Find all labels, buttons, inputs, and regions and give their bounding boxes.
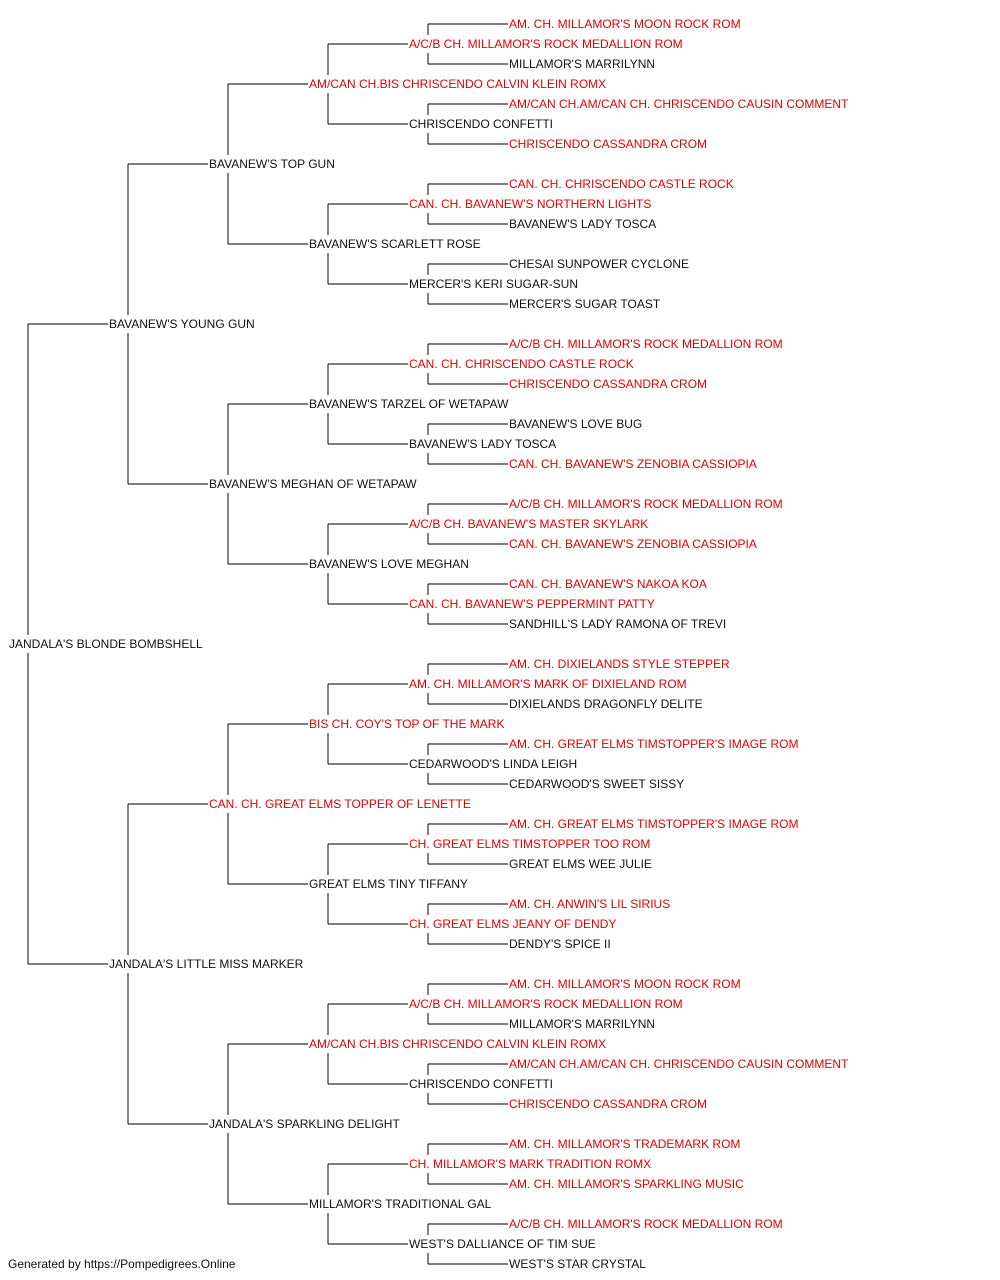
pedigree-node-gen5-11: CAN. CH. BAVANEW'S ZENOBIA CASSIOPIA: [509, 457, 757, 471]
pedigree-node-gen3-4: BIS CH. COY'S TOP OF THE MARK: [309, 717, 505, 731]
pedigree-node-gen4-15: WEST'S DALLIANCE OF TIM SUE: [409, 1237, 596, 1251]
pedigree-node-gen5-0: AM. CH. MILLAMOR'S MOON ROCK ROM: [509, 17, 741, 31]
pedigree-node-gen4-5: BAVANEW'S LADY TOSCA: [409, 437, 557, 451]
pedigree-node-gen5-31: WEST'S STAR CRYSTAL: [509, 1257, 646, 1271]
pedigree-node-gen4-1: CHRISCENDO CONFETTI: [409, 117, 553, 131]
pedigree-node-gen5-27: CHRISCENDO CASSANDRA CROM: [509, 1097, 708, 1111]
pedigree-node-gen4-12: A/C/B CH. MILLAMOR'S ROCK MEDALLION ROM: [409, 997, 683, 1011]
pedigree-node-gen5-6: CHESAI SUNPOWER CYCLONE: [509, 257, 690, 271]
generated-by-footer: Generated by https://Pompedigrees.Online: [8, 1257, 236, 1271]
pedigree-node-gen5-3: CHRISCENDO CASSANDRA CROM: [509, 137, 708, 151]
pedigree-node-gen4-10: CH. GREAT ELMS TIMSTOPPER TOO ROM: [409, 837, 651, 851]
pedigree-node-gen5-26: AM/CAN CH.AM/CAN CH. CHRISCENDO CAUSIN C…: [509, 1057, 849, 1071]
pedigree-node-gen5-19: CEDARWOOD'S SWEET SISSY: [509, 777, 685, 791]
pedigree-node-gen4-7: CAN. CH. BAVANEW'S PEPPERMINT PATTY: [409, 597, 655, 611]
pedigree-node-gen2-1: BAVANEW'S MEGHAN OF WETAPAW: [209, 477, 417, 491]
pedigree-node-gen5-29: AM. CH. MILLAMOR'S SPARKLING MUSIC: [509, 1177, 744, 1191]
pedigree-node-gen5-18: AM. CH. GREAT ELMS TIMSTOPPER'S IMAGE RO…: [509, 737, 799, 751]
pedigree-node-gen5-22: AM. CH. ANWIN'S LIL SIRIUS: [509, 897, 671, 911]
pedigree-node-gen3-6: AM/CAN CH.BIS CHRISCENDO CALVIN KLEIN RO…: [309, 1037, 607, 1051]
pedigree-node-gen5-8: A/C/B CH. MILLAMOR'S ROCK MEDALLION ROM: [509, 337, 783, 351]
pedigree-node-gen5-2: AM/CAN CH.AM/CAN CH. CHRISCENDO CAUSIN C…: [509, 97, 849, 111]
pedigree-node-gen5-25: MILLAMOR'S MARRILYNN: [509, 1017, 656, 1031]
pedigree-node-gen2-3: JANDALA'S SPARKLING DELIGHT: [209, 1117, 400, 1131]
pedigree-node-gen4-2: CAN. CH. BAVANEW'S NORTHERN LIGHTS: [409, 197, 652, 211]
pedigree-node-gen5-13: CAN. CH. BAVANEW'S ZENOBIA CASSIOPIA: [509, 537, 757, 551]
pedigree-node-gen3-3: BAVANEW'S LOVE MEGHAN: [309, 557, 469, 571]
pedigree-node-gen5-9: CHRISCENDO CASSANDRA CROM: [509, 377, 708, 391]
pedigree-node-gen4-4: CAN. CH. CHRISCENDO CASTLE ROCK: [409, 357, 634, 371]
pedigree-node-gen5-17: DIXIELANDS DRAGONFLY DELITE: [509, 697, 703, 711]
pedigree-node-gen4-13: CHRISCENDO CONFETTI: [409, 1077, 553, 1091]
pedigree-node-gen3-1: BAVANEW'S SCARLETT ROSE: [309, 237, 481, 251]
pedigree-node-gen3-0: AM/CAN CH.BIS CHRISCENDO CALVIN KLEIN RO…: [309, 77, 607, 91]
pedigree-node-gen5-12: A/C/B CH. MILLAMOR'S ROCK MEDALLION ROM: [509, 497, 783, 511]
pedigree-node-gen1-0: BAVANEW'S YOUNG GUN: [109, 317, 255, 331]
pedigree-node-gen4-11: CH. GREAT ELMS JEANY OF DENDY: [409, 917, 617, 931]
pedigree-node-gen5-15: SANDHILL'S LADY RAMONA OF TREVI: [509, 617, 727, 631]
pedigree-node-gen4-9: CEDARWOOD'S LINDA LEIGH: [409, 757, 578, 771]
pedigree-node-gen0-0: JANDALA'S BLONDE BOMBSHELL: [9, 637, 203, 651]
pedigree-node-gen3-5: GREAT ELMS TINY TIFFANY: [309, 877, 468, 891]
pedigree-node-gen5-30: A/C/B CH. MILLAMOR'S ROCK MEDALLION ROM: [509, 1217, 783, 1231]
pedigree-node-gen2-2: CAN. CH. GREAT ELMS TOPPER OF LENETTE: [209, 797, 471, 811]
pedigree-node-gen5-10: BAVANEW'S LOVE BUG: [509, 417, 643, 431]
pedigree-node-gen5-21: GREAT ELMS WEE JULIE: [509, 857, 652, 871]
pedigree-node-gen4-8: AM. CH. MILLAMOR'S MARK OF DIXIELAND ROM: [409, 677, 687, 691]
pedigree-node-gen5-5: BAVANEW'S LADY TOSCA: [509, 217, 657, 231]
pedigree-node-gen5-20: AM. CH. GREAT ELMS TIMSTOPPER'S IMAGE RO…: [509, 817, 799, 831]
pedigree-node-gen3-2: BAVANEW'S TARZEL OF WETAPAW: [309, 397, 509, 411]
pedigree-node-gen3-7: MILLAMOR'S TRADITIONAL GAL: [309, 1197, 492, 1211]
pedigree-node-gen4-6: A/C/B CH. BAVANEW'S MASTER SKYLARK: [409, 517, 649, 531]
pedigree-node-gen5-28: AM. CH. MILLAMOR'S TRADEMARK ROM: [509, 1137, 741, 1151]
pedigree-node-gen4-0: A/C/B CH. MILLAMOR'S ROCK MEDALLION ROM: [409, 37, 683, 51]
pedigree-node-gen2-0: BAVANEW'S TOP GUN: [209, 157, 335, 171]
pedigree-node-gen5-14: CAN. CH. BAVANEW'S NAKOA KOA: [509, 577, 707, 591]
pedigree-node-gen4-3: MERCER'S KERI SUGAR-SUN: [409, 277, 578, 291]
pedigree-node-gen1-1: JANDALA'S LITTLE MISS MARKER: [109, 957, 304, 971]
pedigree-node-gen5-16: AM. CH. DIXIELANDS STYLE STEPPER: [509, 657, 730, 671]
pedigree-node-gen4-14: CH. MILLAMOR'S MARK TRADITION ROMX: [409, 1157, 652, 1171]
pedigree-node-gen5-23: DENDY'S SPICE II: [509, 937, 611, 951]
pedigree-node-gen5-24: AM. CH. MILLAMOR'S MOON ROCK ROM: [509, 977, 741, 991]
pedigree-node-gen5-1: MILLAMOR'S MARRILYNN: [509, 57, 656, 71]
pedigree-node-gen5-7: MERCER'S SUGAR TOAST: [509, 297, 661, 311]
pedigree-node-gen5-4: CAN. CH. CHRISCENDO CASTLE ROCK: [509, 177, 734, 191]
